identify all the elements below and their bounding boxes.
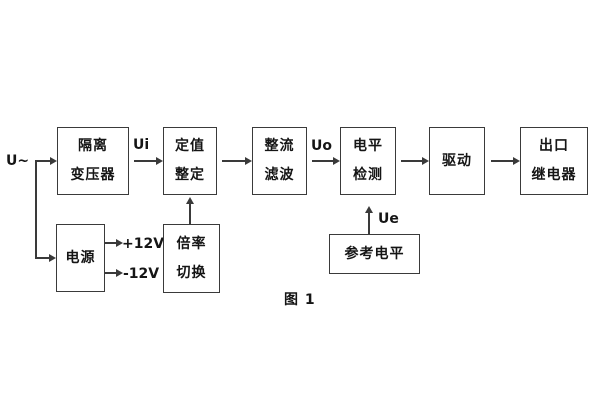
arrow-line bbox=[189, 204, 191, 224]
reference-level-label: 参考电平 bbox=[344, 245, 405, 262]
input-signal-label: U~ bbox=[6, 153, 30, 169]
arrow-head bbox=[186, 197, 194, 204]
arrow-head bbox=[333, 157, 340, 165]
arrow-head bbox=[116, 239, 123, 247]
arrow-input-to-transformer-line bbox=[35, 160, 50, 162]
power-supply-label: 电源 bbox=[65, 249, 96, 266]
rectifier-filter-label-line2: 滤波 bbox=[264, 167, 295, 183]
ratio-switch-label-line2: 切换 bbox=[176, 264, 207, 281]
power-supply-block: 电源 bbox=[56, 224, 105, 292]
arrow-head bbox=[245, 157, 252, 165]
isolation-transformer-label-line2: 变压器 bbox=[70, 167, 116, 183]
setpoint-label-line1: 定值 bbox=[175, 138, 205, 154]
ue-signal-label: Ue bbox=[378, 211, 399, 227]
arrow-line bbox=[491, 160, 513, 162]
setpoint-label-line2: 整定 bbox=[175, 167, 205, 183]
arrow-head bbox=[156, 157, 163, 165]
isolation-transformer-block: 隔离 变压器 bbox=[57, 127, 129, 195]
arrow-head bbox=[116, 269, 123, 277]
arrow-line bbox=[312, 160, 333, 162]
figure-caption: 图 1 bbox=[284, 292, 316, 308]
ratio-switch-label-line1: 倍率 bbox=[176, 235, 207, 252]
ratio-switch-block: 倍率 切换 bbox=[163, 224, 220, 293]
output-relay-label-line2: 继电器 bbox=[531, 167, 577, 183]
arrow-line bbox=[134, 160, 156, 162]
level-detection-label-line1: 电平 bbox=[353, 138, 383, 154]
plus-12v-label: +12V bbox=[122, 236, 165, 252]
arrow-input-to-power-head bbox=[49, 254, 56, 262]
arrow-head bbox=[365, 206, 373, 213]
output-relay-block: 出口 继电器 bbox=[520, 127, 588, 195]
drive-label: 驱动 bbox=[442, 152, 472, 169]
ui-signal-label: Ui bbox=[133, 137, 150, 153]
reference-level-block: 参考电平 bbox=[329, 234, 420, 274]
setpoint-block: 定值 整定 bbox=[163, 127, 217, 195]
arrow-line bbox=[401, 160, 422, 162]
isolation-transformer-label-line1: 隔离 bbox=[78, 138, 108, 154]
arrow-head bbox=[513, 157, 520, 165]
level-detection-label-line2: 检测 bbox=[353, 167, 383, 183]
arrow-line bbox=[368, 213, 370, 234]
arrow-line bbox=[105, 242, 116, 244]
arrow-line bbox=[222, 160, 245, 162]
level-detection-block: 电平 检测 bbox=[340, 127, 396, 195]
uo-signal-label: Uo bbox=[311, 138, 332, 154]
minus-12v-label: -12V bbox=[123, 266, 160, 282]
input-branch-vertical-line bbox=[35, 161, 37, 258]
arrow-input-to-power-line bbox=[35, 257, 49, 259]
arrow-input-to-transformer-head bbox=[50, 157, 57, 165]
arrow-line bbox=[105, 272, 116, 274]
rectifier-filter-block: 整流 滤波 bbox=[252, 127, 307, 195]
arrow-head bbox=[422, 157, 429, 165]
output-relay-label-line1: 出口 bbox=[539, 138, 569, 154]
drive-block: 驱动 bbox=[429, 127, 485, 195]
rectifier-filter-label-line1: 整流 bbox=[264, 138, 295, 154]
